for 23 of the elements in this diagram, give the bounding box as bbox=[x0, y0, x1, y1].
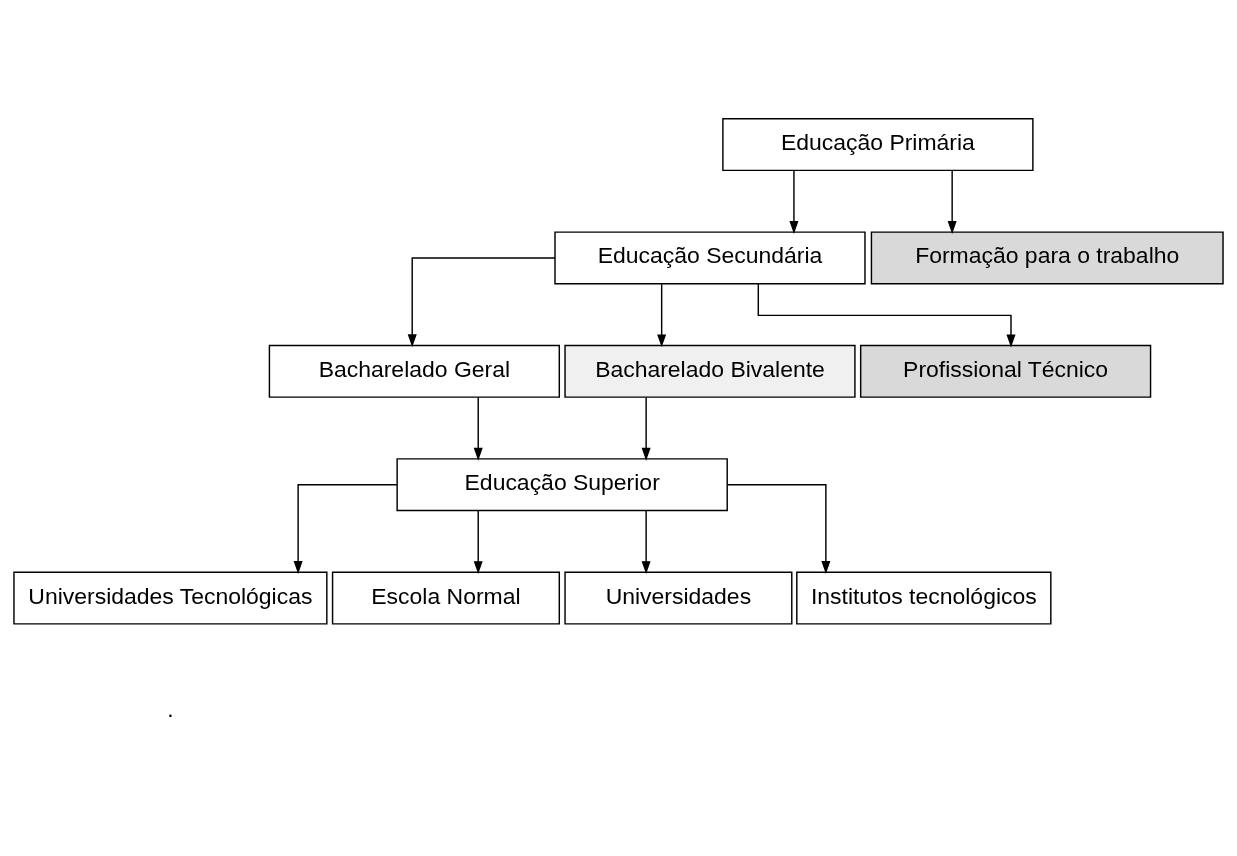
node-box: Bacharelado Bivalente bbox=[564, 344, 856, 398]
arrow bbox=[407, 257, 556, 348]
arrow bbox=[789, 170, 799, 234]
arrow bbox=[947, 170, 957, 234]
label: . bbox=[167, 695, 174, 722]
node-box: Formação para o trabalho bbox=[870, 231, 1224, 285]
node-box: Educação Primária bbox=[722, 118, 1034, 172]
node-box: Bacharelado Geral bbox=[268, 344, 560, 398]
node-box: Universidades Tecnológicas bbox=[13, 571, 328, 625]
arrow bbox=[657, 283, 667, 348]
node-box: Escola Normal bbox=[331, 571, 560, 625]
arrow bbox=[726, 483, 831, 574]
arrow bbox=[757, 283, 1016, 348]
node-box: Educação Superior bbox=[396, 458, 728, 512]
arrow bbox=[641, 510, 651, 575]
node-box: Profissional Técnico bbox=[859, 344, 1152, 398]
arrow bbox=[473, 510, 483, 575]
arrow bbox=[641, 396, 651, 461]
node-box: Universidades bbox=[564, 571, 793, 625]
arrow bbox=[293, 483, 398, 574]
node-box: Educação Secundária bbox=[554, 231, 866, 285]
arrow bbox=[473, 396, 483, 461]
node-box: Institutos tecnológicos bbox=[796, 571, 1052, 625]
